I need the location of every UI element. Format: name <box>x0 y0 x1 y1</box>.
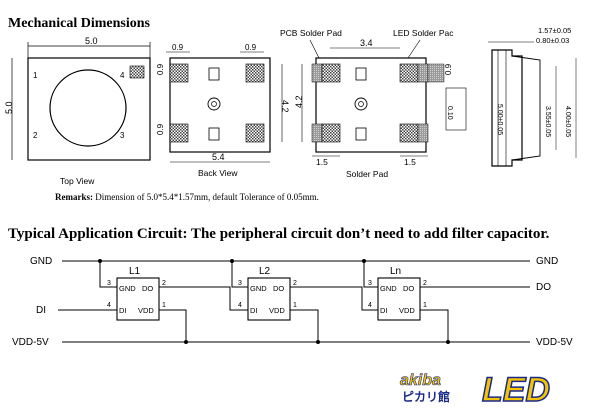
top-pin-1: 1 <box>33 71 38 80</box>
svg-text:2: 2 <box>423 280 427 287</box>
svg-text:2: 2 <box>293 280 297 287</box>
back-pad-h-top: 0.9 <box>156 63 165 75</box>
pad-height-dim: 4.2 <box>294 95 304 108</box>
side-view: 1.57±0.05 0.80±0.03 5.00±0.05 3.55±0.05 … <box>445 26 577 167</box>
remarks-text: Dimension of 5.0*5.4*1.57mm, default Tol… <box>93 192 319 202</box>
svg-text:4: 4 <box>368 302 372 309</box>
svg-text:VDD: VDD <box>138 306 154 315</box>
chip-name: Ln <box>390 266 401 277</box>
svg-text:DO: DO <box>273 284 284 293</box>
chip-ln: Ln GND DO DI VDD 3 2 4 1 <box>362 259 450 344</box>
svg-text:GND: GND <box>380 284 397 293</box>
svg-text:3: 3 <box>368 280 372 287</box>
signal-di: DI <box>36 305 46 316</box>
svg-text:4: 4 <box>238 302 242 309</box>
solder-pad-caption: Solder Pad <box>346 169 388 179</box>
svg-text:1: 1 <box>162 302 166 309</box>
application-circuit: GND GND DI DO VDD-5V VDD-5V L1 GND DO DI… <box>12 256 573 348</box>
svg-text:1: 1 <box>293 302 297 309</box>
top-pin-4: 4 <box>120 71 125 80</box>
pcb-solder-pad-label: PCB Solder Pad <box>280 28 342 38</box>
svg-text:DI: DI <box>119 306 127 315</box>
svg-text:1: 1 <box>423 302 427 309</box>
back-width-dim: 5.4 <box>212 152 225 162</box>
svg-text:4: 4 <box>107 302 111 309</box>
remarks-label: Remarks: <box>55 192 93 202</box>
pad-left-dim: 1.5 <box>316 157 328 167</box>
top-height-dim: 5.0 <box>4 101 14 114</box>
chip-name: L1 <box>129 266 141 277</box>
side-thickness-top: 1.57±0.05 <box>538 26 571 35</box>
pad-right-dim: 1.5 <box>404 157 416 167</box>
rail-gnd-left: GND <box>30 256 52 267</box>
back-pad <box>245 123 265 143</box>
back-view: 0.9 0.9 0.9 0.9 4.2 5.4 Back View <box>156 43 290 178</box>
side-dim-c: 4.00±0.05 <box>564 106 571 137</box>
back-pad-w-right: 0.9 <box>245 43 257 52</box>
side-dim-a: 5.00±0.05 <box>496 104 503 135</box>
back-pad <box>245 63 265 83</box>
svg-text:3: 3 <box>238 280 242 287</box>
back-pad-w-left: 0.9 <box>172 43 184 52</box>
logo-led: LED <box>482 371 550 405</box>
chip-l2: L2 GND DO DI VDD 3 2 4 1 <box>230 259 378 344</box>
back-height-dim: 4.2 <box>280 100 290 113</box>
top-width-dim: 5.0 <box>85 36 98 46</box>
top-pin-2: 2 <box>33 131 38 140</box>
top-pin-3: 3 <box>120 131 125 140</box>
top-view-lens <box>49 69 127 147</box>
side-mark: 0.10 <box>446 106 453 120</box>
svg-text:GND: GND <box>250 284 267 293</box>
top-view-caption: Top View <box>60 176 95 186</box>
side-dim-b: 3.55±0.05 <box>544 106 551 137</box>
logo-akiba: akiba <box>400 372 441 389</box>
logo-kana: ピカリ館 <box>402 389 450 404</box>
rail-gnd-right: GND <box>536 256 558 267</box>
svg-text:2: 2 <box>162 280 166 287</box>
top-view: 5.0 5.0 1 2 3 4 Top View <box>4 36 151 186</box>
svg-text:3: 3 <box>107 280 111 287</box>
back-pad <box>169 123 189 143</box>
rail-vdd-right: VDD-5V <box>536 337 573 348</box>
solder-pad-view: PCB Solder Pad LED Solder Pac 3.4 4.2 0.… <box>280 28 454 179</box>
signal-do: DO <box>536 282 551 293</box>
svg-text:DO: DO <box>403 284 414 293</box>
svg-text:DO: DO <box>142 284 153 293</box>
mechanical-title: Mechanical Dimensions <box>8 16 150 31</box>
back-pad-h-bottom: 0.9 <box>156 123 165 135</box>
svg-text:GND: GND <box>119 284 136 293</box>
led-solder-pad-label: LED Solder Pac <box>393 28 454 38</box>
svg-text:DI: DI <box>380 306 388 315</box>
back-view-caption: Back View <box>198 168 238 178</box>
svg-text:DI: DI <box>250 306 258 315</box>
remarks-note: Remarks: Dimension of 5.0*5.4*1.57mm, de… <box>55 192 319 202</box>
rail-vdd-left: VDD-5V <box>12 337 49 348</box>
svg-text:VDD: VDD <box>399 306 415 315</box>
application-circuit-title: Typical Application Circuit: The periphe… <box>8 226 550 242</box>
svg-text:VDD: VDD <box>269 306 285 315</box>
chip-l1: L1 GND DO DI VDD 3 2 4 1 <box>98 259 248 344</box>
side-thickness-bottom: 0.80±0.03 <box>536 36 569 45</box>
pad-side-dim: 0.9 <box>444 63 453 75</box>
chip-name: L2 <box>259 266 271 277</box>
pad-pitch-dim: 3.4 <box>360 38 373 48</box>
back-pad <box>169 63 189 83</box>
akiba-led-logo: akiba ピカリ館 LED <box>394 365 594 405</box>
